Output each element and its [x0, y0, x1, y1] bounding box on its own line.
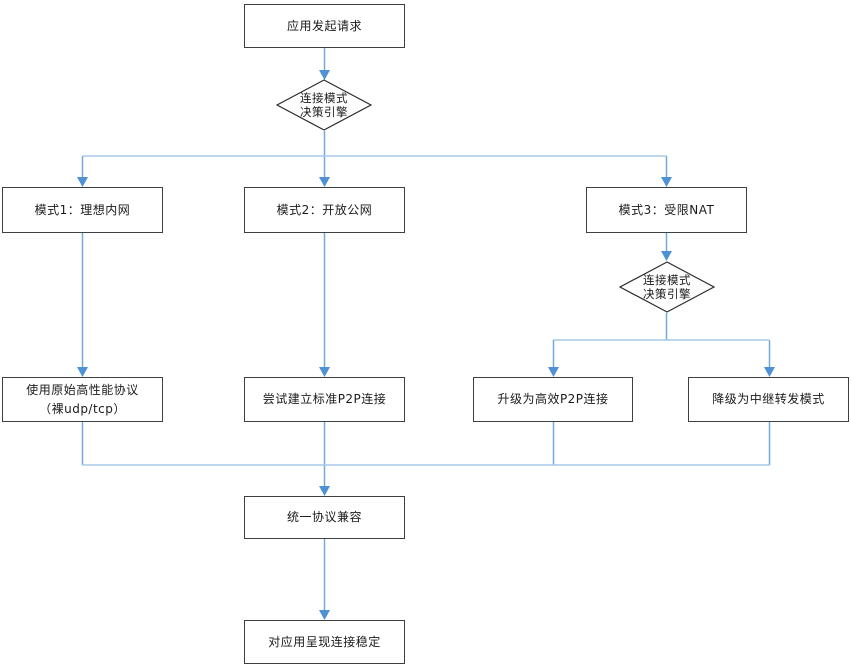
node-relay-fallback: 降级为中继转发模式 [688, 377, 849, 422]
node-stable-connection-label: 对应用呈现连接稳定 [268, 634, 381, 649]
node-raw-protocol: 使用原始高性能协议 （裸udp/tcp） [2, 377, 163, 422]
node-decision-engine-1: 连接模式 决策引擎 [276, 79, 372, 131]
node-mode1-ideal-intranet: 模式1：理想内网 [2, 187, 163, 233]
node-mode1-label: 模式1：理想内网 [34, 202, 131, 217]
node-unified-protocol-label: 统一协议兼容 [286, 510, 362, 525]
node-unified-protocol: 统一协议兼容 [244, 496, 405, 539]
diamond-shape-icon [619, 261, 715, 313]
diamond-shape-icon [276, 79, 372, 131]
node-decision-engine-2-label: 连接模式 决策引擎 [643, 272, 691, 301]
node-decision-engine-2: 连接模式 决策引擎 [619, 261, 715, 313]
node-mode2-open-internet: 模式2：开放公网 [244, 187, 405, 233]
node-app-request: 应用发起请求 [244, 4, 405, 48]
arrowheads [77, 70, 775, 620]
node-stable-connection: 对应用呈现连接稳定 [244, 620, 405, 664]
node-mode3-restricted-nat: 模式3：受限NAT [586, 187, 747, 233]
node-mode2-label: 模式2：开放公网 [276, 202, 373, 217]
node-decision-engine-1-label: 连接模式 决策引擎 [300, 90, 348, 119]
node-standard-p2p-label: 尝试建立标准P2P连接 [262, 392, 387, 407]
node-app-request-label: 应用发起请求 [286, 18, 362, 33]
node-standard-p2p: 尝试建立标准P2P连接 [244, 377, 405, 422]
node-upgrade-p2p-label: 升级为高效P2P连接 [497, 392, 609, 407]
node-mode3-label: 模式3：受限NAT [618, 202, 715, 217]
node-relay-fallback-label: 降级为中继转发模式 [712, 392, 825, 407]
node-upgrade-p2p: 升级为高效P2P连接 [473, 377, 633, 422]
